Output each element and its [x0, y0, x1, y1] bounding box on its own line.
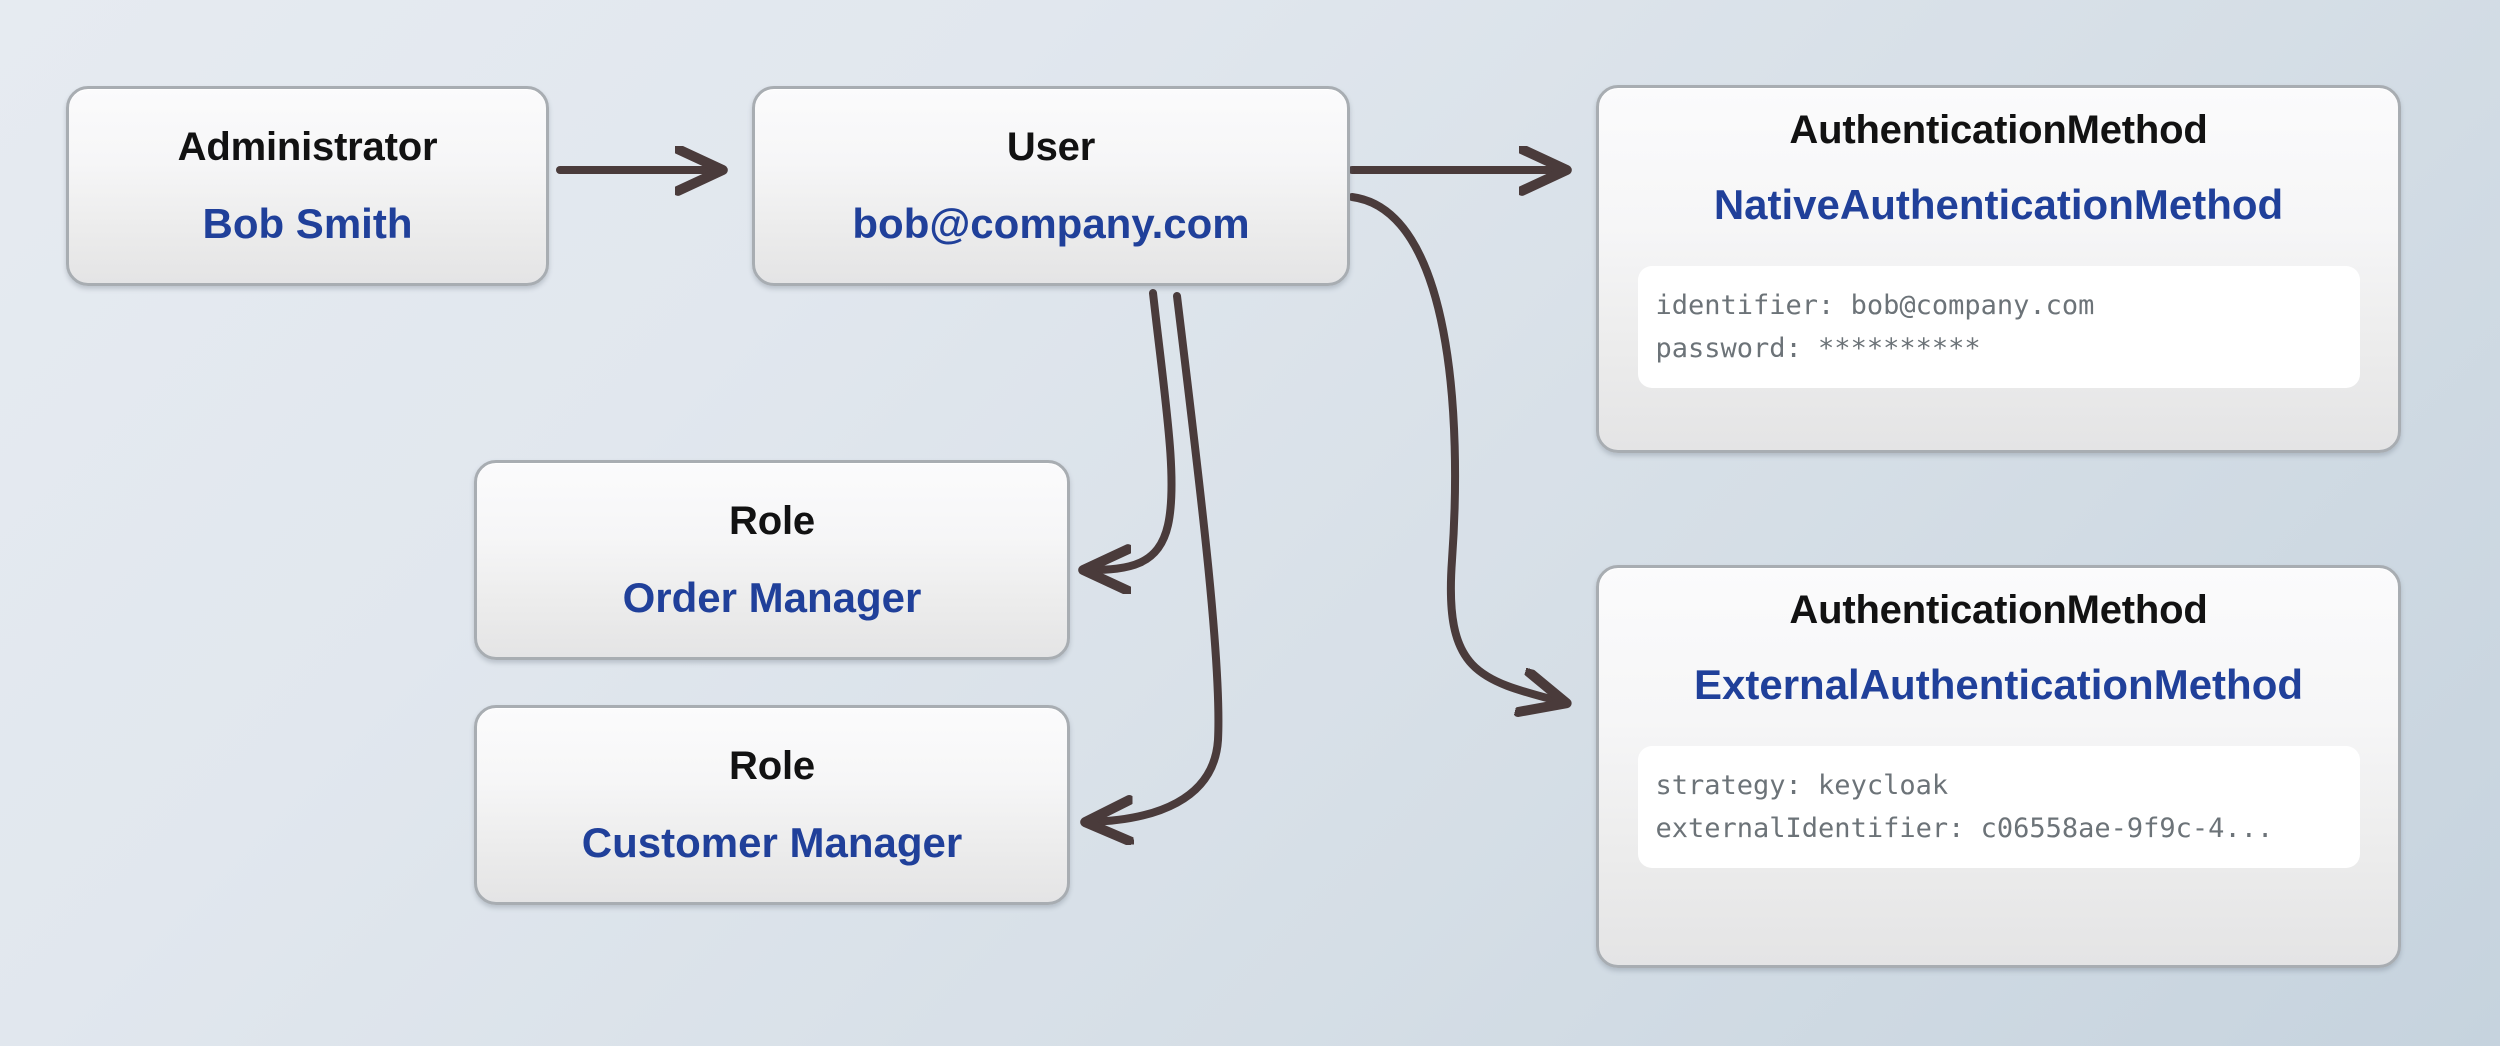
node-administrator[interactable]: Administrator Bob Smith: [66, 86, 549, 286]
node-external-authentication-method[interactable]: AuthenticationMethod ExternalAuthenticat…: [1596, 565, 2401, 968]
node-name-label: Order Manager: [622, 574, 922, 621]
node-name-label: NativeAuthenticationMethod: [1713, 181, 2284, 228]
node-name-label: Customer Manager: [581, 819, 963, 866]
edge-user-to-role-customer: [1090, 292, 1223, 822]
attribute-panel: identifier: bob@company.com password: **…: [1637, 266, 2360, 388]
node-type-label: User: [1006, 125, 1096, 169]
node-name-label: Bob Smith: [202, 200, 413, 247]
edge-user-to-auth-external: [1348, 193, 1562, 702]
node-type-label: AuthenticationMethod: [1789, 588, 2208, 632]
node-user[interactable]: User bob@company.com: [752, 86, 1350, 286]
attribute-row: identifier: bob@company.com: [1655, 290, 2095, 321]
node-type-label: Administrator: [177, 125, 438, 169]
attribute-panel: strategy: keycloak externalIdentifier: c…: [1637, 746, 2360, 868]
edge-user-to-role-order: [1088, 289, 1176, 570]
node-native-authentication-method[interactable]: AuthenticationMethod NativeAuthenticatio…: [1596, 85, 2401, 453]
node-type-label: Role: [729, 499, 815, 543]
attribute-row: externalIdentifier: c06558ae-9f9c-4...: [1655, 813, 2274, 844]
attribute-row: password: **********: [1655, 333, 1981, 364]
node-name-label: bob@company.com: [852, 200, 1250, 247]
node-type-label: Role: [729, 744, 815, 788]
node-type-label: AuthenticationMethod: [1789, 108, 2208, 152]
node-name-label: ExternalAuthenticationMethod: [1693, 661, 2304, 708]
attribute-row: strategy: keycloak: [1655, 770, 1949, 801]
node-role-customer-manager[interactable]: Role Customer Manager: [474, 705, 1070, 905]
node-role-order-manager[interactable]: Role Order Manager: [474, 460, 1070, 660]
